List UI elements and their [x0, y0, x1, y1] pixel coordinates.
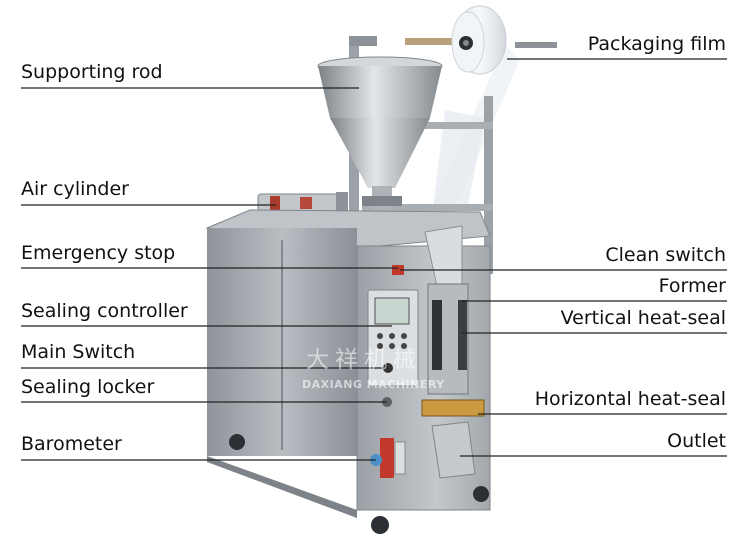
- cabinet-bottom: [207, 456, 357, 518]
- label-former: Former: [658, 275, 726, 297]
- label-vertical-heat-seal: Vertical heat-seal: [560, 307, 726, 329]
- label-barometer: Barometer: [21, 433, 122, 455]
- label-supporting-rod: Supporting rod: [21, 61, 163, 83]
- label-packaging-film: Packaging film: [587, 33, 726, 55]
- watermark-en: DAXIANG MACHINERY: [302, 378, 445, 391]
- label-emergency-stop: Emergency stop: [21, 242, 176, 264]
- label-clean-switch: Clean switch: [605, 244, 726, 266]
- wheel: [473, 486, 489, 502]
- barometer-filter: [370, 438, 406, 478]
- label-horizontal-heat-seal: Horizontal heat-seal: [534, 388, 726, 410]
- hopper: [317, 56, 443, 216]
- label-air-cylinder: Air cylinder: [21, 178, 129, 200]
- emergency-stop-button: [392, 265, 404, 275]
- label-sealing-locker: Sealing locker: [21, 376, 155, 398]
- film-roll: [451, 5, 507, 75]
- wheel: [371, 516, 389, 534]
- sealer-assembly: [421, 225, 485, 479]
- watermark-cn: 大祥机械: [306, 347, 422, 373]
- label-main-switch: Main Switch: [21, 341, 136, 363]
- label-sealing-controller: Sealing controller: [21, 300, 188, 322]
- film-web-lower: [430, 110, 485, 235]
- label-outlet: Outlet: [667, 430, 726, 452]
- wheel: [229, 434, 245, 450]
- control-panel: [367, 289, 419, 387]
